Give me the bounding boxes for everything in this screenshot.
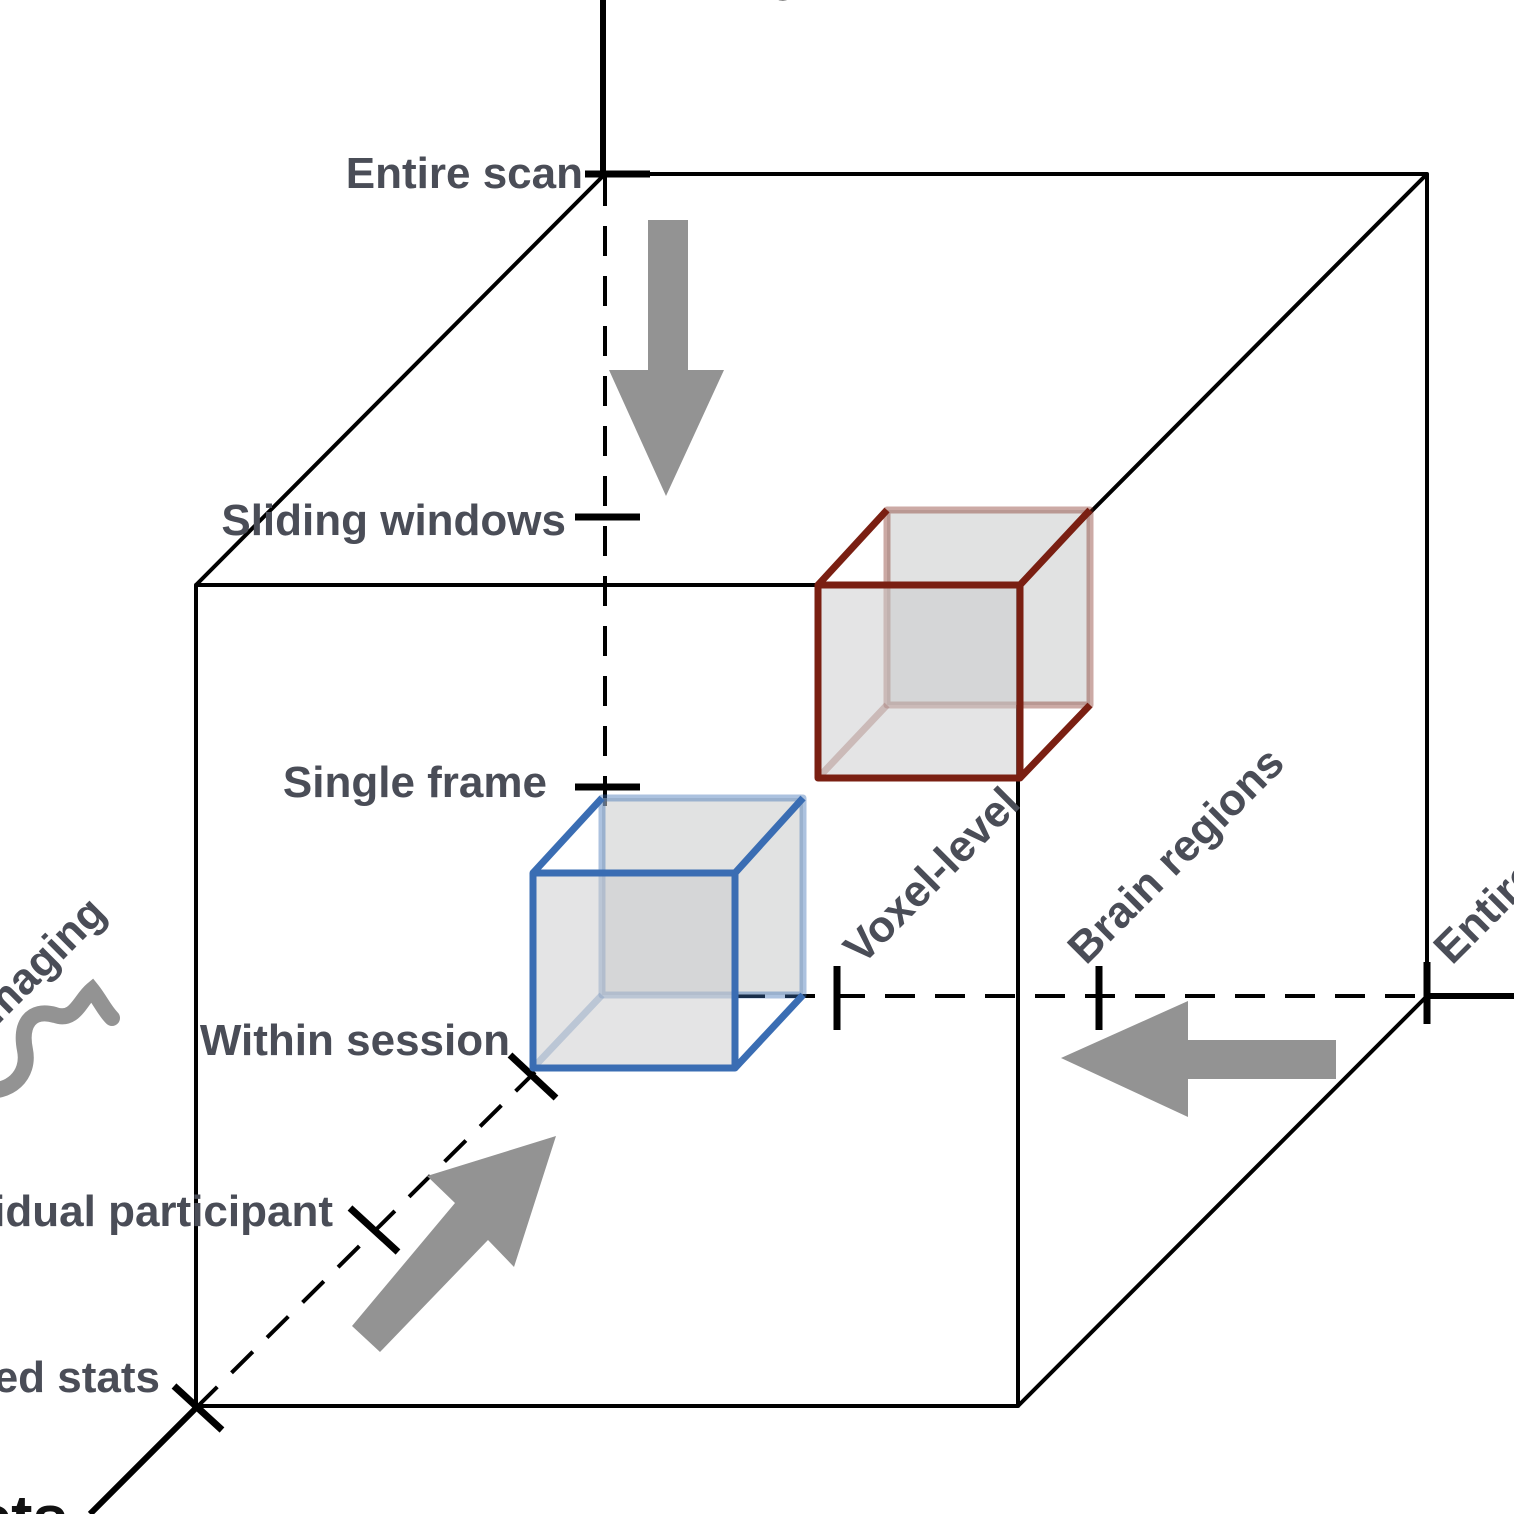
axes — [87, 0, 1514, 1514]
direction-arrows — [352, 220, 1336, 1352]
time-axis-title: Time — [652, 0, 800, 14]
tick-group-level — [171, 1383, 225, 1433]
arrow-left-icon — [1061, 1001, 1336, 1117]
subjects-axis — [87, 1405, 199, 1514]
red-cube-edge-top-left — [815, 507, 890, 588]
label-group-level: Group-level or pooled stats — [0, 1353, 160, 1402]
tick-within-session — [507, 1052, 559, 1101]
label-sliding-windows: Sliding windows — [221, 496, 566, 545]
tick-individual-participant — [347, 1205, 401, 1255]
label-individual-participant: Individual participant — [0, 1187, 333, 1236]
red-cube-edge-top-right — [1017, 507, 1093, 588]
label-voxel-level: Voxel-level — [834, 778, 1029, 973]
label-entire-brain: Entire brain — [1424, 766, 1514, 974]
blue-cube-edge-top-left — [530, 795, 605, 876]
arrow-diagonal-icon — [352, 1136, 556, 1352]
tick-marks — [171, 170, 1431, 1433]
subjects-axis-title: Subjects — [0, 1482, 68, 1514]
arrow-down-icon — [609, 220, 724, 496]
dashed-axes — [194, 176, 1427, 1410]
label-single-frame: Single frame — [283, 758, 547, 807]
red-cube — [814, 506, 1094, 782]
blue-cube-edge-top-right — [732, 795, 806, 876]
blue-cube — [529, 794, 807, 1072]
curly-bracket-icon — [0, 978, 120, 1098]
label-within-session: Within session — [200, 1016, 510, 1065]
main-cube-top-face — [194, 172, 1429, 587]
blue-cube-edge-bottom-right — [732, 992, 806, 1071]
subjects-dashed-axis — [194, 1070, 537, 1410]
label-brain-regions: Brain regions — [1058, 738, 1293, 973]
blue-cube-front-face — [529, 869, 739, 1072]
red-cube-edge-bottom-right — [1017, 702, 1093, 781]
label-entire-scan: Entire scan — [346, 149, 583, 198]
red-cube-front-face — [814, 581, 1024, 782]
